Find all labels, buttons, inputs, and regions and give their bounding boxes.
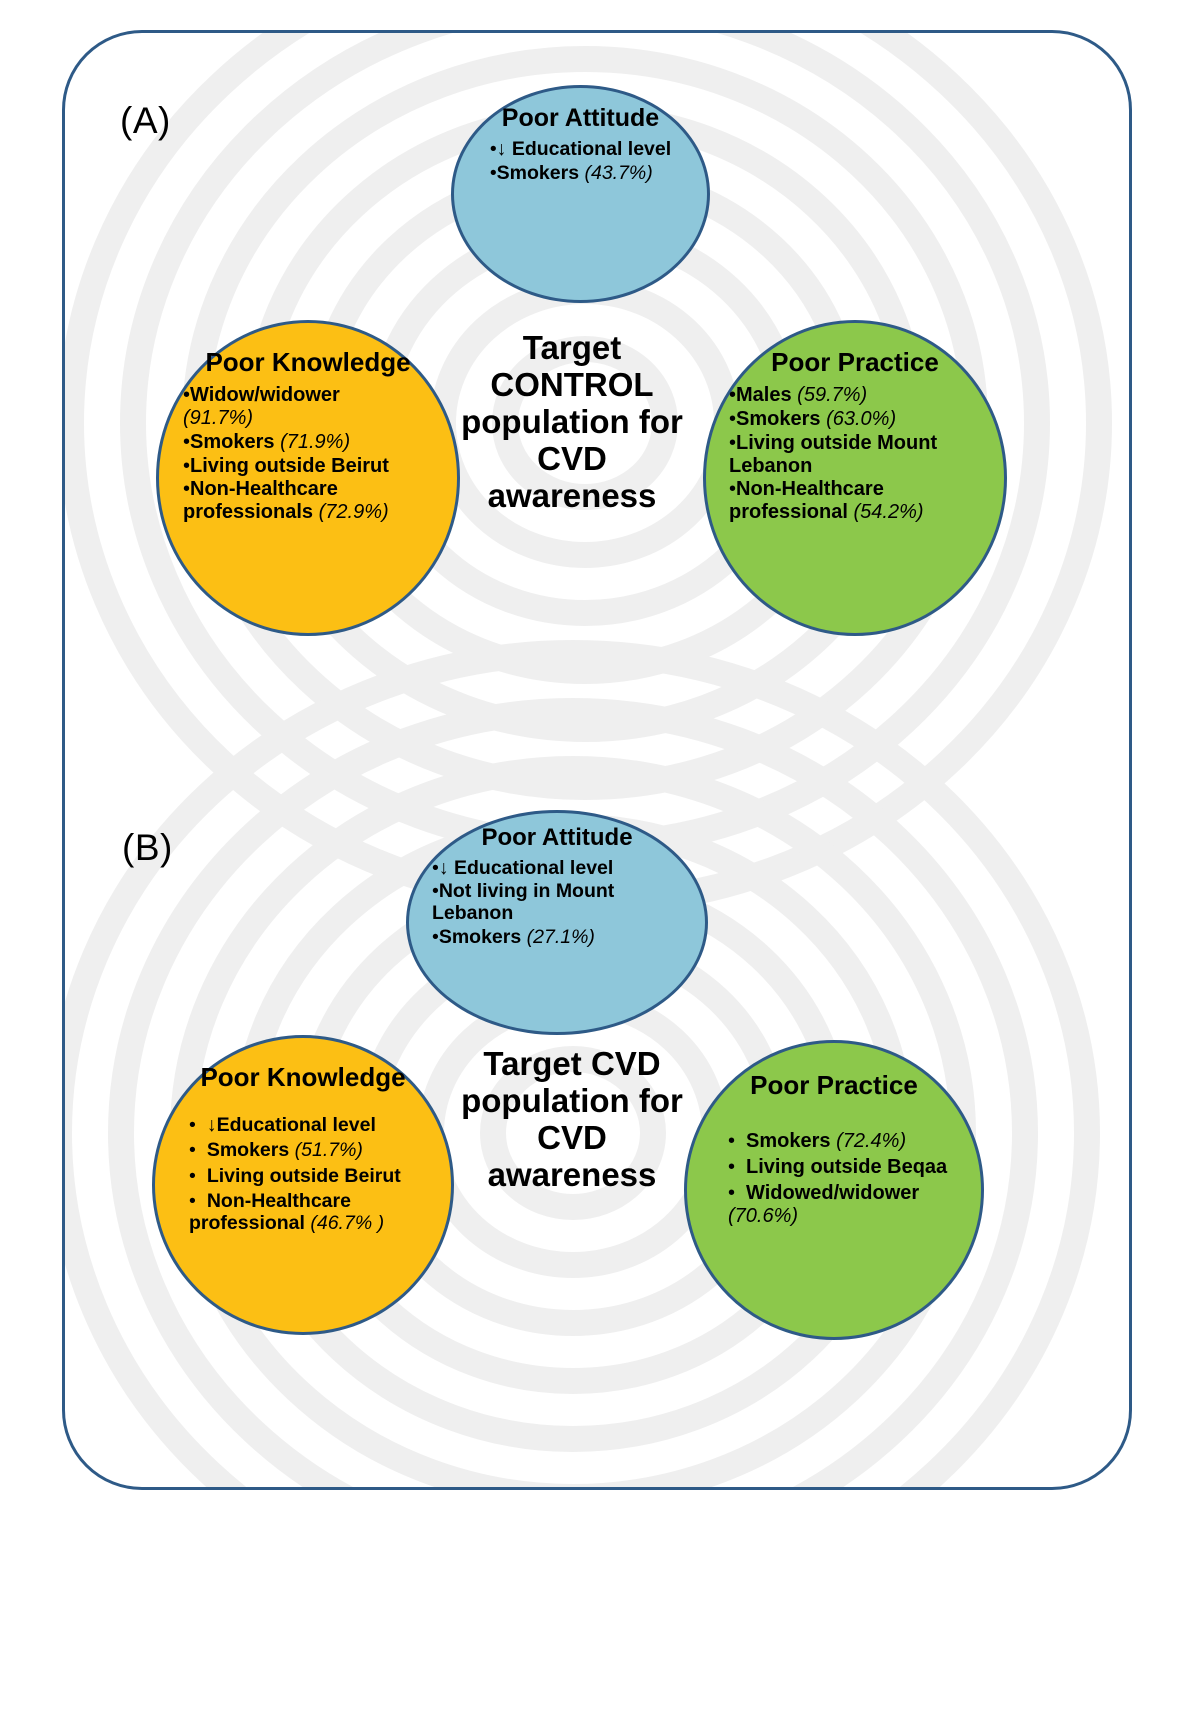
- bubble-title: Poor Knowledge: [205, 347, 411, 377]
- list-item: •↓ Educational level: [432, 856, 614, 879]
- list-item: •Non-Healthcare professional (54.2%): [729, 478, 924, 524]
- list-item: •Smokers (43.7%): [489, 162, 653, 185]
- panel-a-center-text: Target CONTROL population for CVD awaren…: [461, 329, 683, 514]
- panel-label-b: (B): [122, 827, 173, 868]
- bubble-title: Poor Attitude: [481, 824, 633, 851]
- list-item: •↓ Educational level: [489, 138, 672, 160]
- list-item: •Widow/widower(91.7%): [183, 384, 340, 429]
- list-item: •Smokers (71.9%): [183, 430, 351, 453]
- bubble-poor-practice-b: Poor Practice •Smokers (72.4%) •Living o…: [684, 1040, 984, 1340]
- bubble-title: Poor Practice: [750, 1070, 918, 1100]
- list-item: •Widowed/widower (70.6%): [728, 1181, 920, 1227]
- list-item: •Smokers (51.7%): [189, 1139, 363, 1162]
- list-item: •Non-Healthcare professional (46.7% ): [189, 1189, 385, 1234]
- bubble-item-list: •↓ Educational level •Not living in Moun…: [432, 857, 682, 949]
- bubble-title: Poor Knowledge: [200, 1062, 406, 1092]
- bubble-poor-knowledge-b: Poor Knowledge •↓Educational level •Smok…: [152, 1035, 454, 1335]
- bubble-poor-practice-a: Poor Practice •Males (59.7%) •Smokers (6…: [703, 320, 1007, 636]
- panel-b-center-text: Target CVD population for CVD awareness: [461, 1045, 683, 1193]
- bubble-item-list: •Smokers (72.4%) •Living outside Beqaa •…: [714, 1130, 954, 1230]
- bubble-item-list: •Widow/widower(91.7%) •Smokers (71.9%) •…: [183, 384, 433, 525]
- bubble-poor-attitude-a: Poor Attitude •↓ Educational level •Smok…: [451, 85, 710, 303]
- list-item: •Smokers (63.0%): [729, 407, 897, 430]
- panel-label-a: (A): [120, 100, 171, 141]
- bubble-item-list: •Males (59.7%) •Smokers (63.0%) •Living …: [729, 384, 981, 525]
- bubble-title: Poor Attitude: [501, 104, 660, 132]
- list-item: •Living outside Beirut: [183, 454, 389, 477]
- list-item: •Non-Healthcare professionals (72.9%): [183, 478, 389, 524]
- list-item: •Smokers (72.4%): [728, 1130, 907, 1153]
- list-item: •Smokers (27.1%): [432, 925, 595, 948]
- bubble-item-list: •↓Educational level •Smokers (51.7%) •Li…: [179, 1114, 427, 1237]
- bubble-poor-attitude-b: Poor Attitude •↓ Educational level •Not …: [406, 810, 708, 1035]
- list-item: •Living outside Beqaa: [728, 1155, 948, 1178]
- bubble-item-list: •↓ Educational level •Smokers (43.7%): [490, 138, 671, 186]
- list-item: •Males (59.7%): [729, 384, 868, 407]
- list-item: •Not living in Mount Lebanon: [432, 880, 615, 925]
- list-item: •↓Educational level: [189, 1114, 376, 1137]
- bubble-title: Poor Practice: [771, 347, 939, 377]
- list-item: •Living outside Mount Lebanon: [729, 431, 938, 477]
- bubble-poor-knowledge-a: Poor Knowledge •Widow/widower(91.7%) •Sm…: [156, 320, 460, 636]
- list-item: •Living outside Beirut: [189, 1164, 401, 1187]
